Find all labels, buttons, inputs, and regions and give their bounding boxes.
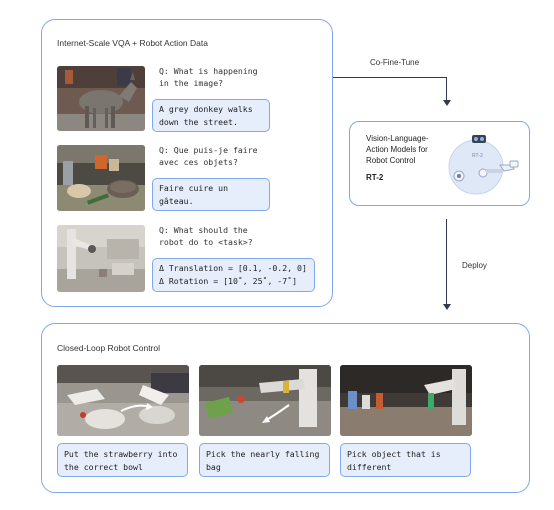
cofinetune-arrowhead	[443, 100, 451, 106]
question-2: Q: Que puis-je faire avec ces objets?	[159, 145, 258, 167]
falling-bag-task-photo	[199, 365, 331, 436]
donkey-street-photo	[57, 66, 145, 131]
question-1: Q: What is happening in the image?	[159, 66, 258, 88]
answer-3: Δ Translation = [0.1, -0.2, 0] Δ Rotatio…	[152, 258, 315, 292]
cofinetune-line	[333, 77, 447, 79]
baking-ingredients-photo	[57, 145, 145, 211]
deploy-label: Deploy	[462, 261, 487, 270]
model-name: Vision-Language- Action Models for Robot…	[366, 134, 429, 165]
vqa-panel-title: Internet-Scale VQA + Robot Action Data	[57, 38, 208, 48]
task-label-3: Pick object that is different	[340, 443, 471, 477]
task-label-1: Put the strawberry into the correct bowl	[57, 443, 188, 477]
robot-icon: RT-2	[442, 131, 520, 197]
svg-text:RT-2: RT-2	[472, 153, 483, 159]
different-object-task-photo	[340, 365, 472, 436]
strawberry-task-photo	[57, 365, 189, 436]
deploy-arrowhead	[443, 304, 451, 310]
robot-workspace-photo	[57, 225, 145, 292]
deploy-arrow	[446, 219, 448, 305]
task-label-2: Pick the nearly falling bag	[199, 443, 330, 477]
model-tag: RT-2	[366, 173, 384, 182]
control-panel-title: Closed-Loop Robot Control	[57, 343, 161, 353]
answer-2: Faire cuire un gâteau.	[152, 178, 270, 211]
answer-1: A grey donkey walks down the street.	[152, 99, 270, 132]
question-3: Q: What should the robot do to <task>?	[159, 225, 253, 247]
cofinetune-label: Co-Fine-Tune	[370, 58, 420, 67]
cofinetune-arrow	[446, 77, 448, 101]
